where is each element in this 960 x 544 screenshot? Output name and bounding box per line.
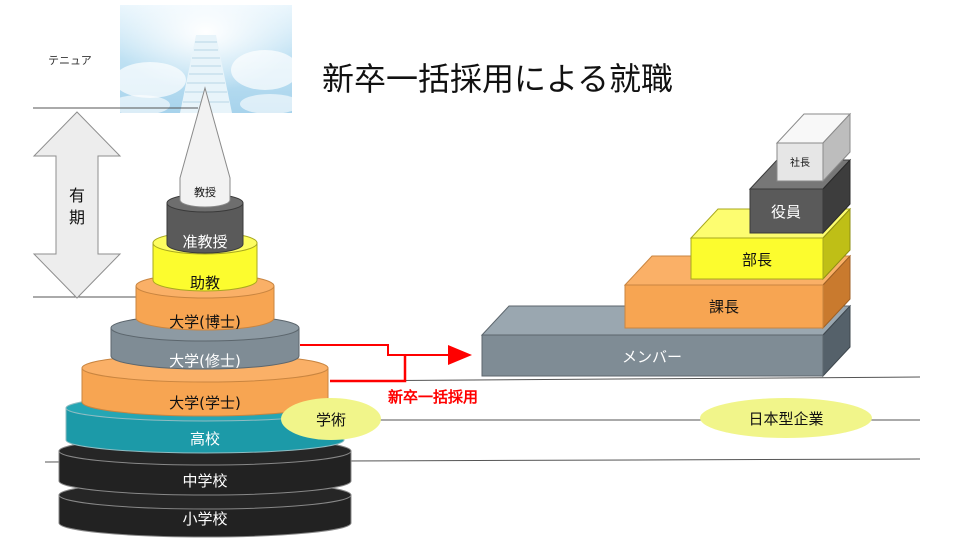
- tier-label-master: 大学(修士): [169, 352, 241, 370]
- master-hiring-arrow: [300, 344, 472, 365]
- tier-label-bachelor: 大学(学士): [169, 394, 241, 412]
- tier-professor: 教授: [179, 86, 231, 208]
- tier-label-junior-high: 中学校: [182, 472, 227, 490]
- company-tier-label-member: メンバー: [622, 348, 682, 366]
- tier-label-professor: 教授: [194, 185, 216, 199]
- tier-label-assoc-professor: 准教授: [182, 233, 227, 251]
- fixed-term-double-arrow: 有 期: [32, 111, 122, 299]
- bachelor-hiring-connector: [330, 355, 407, 383]
- tier-label-doctor: 大学(博士): [169, 313, 241, 331]
- tier-label-assistant-professor: 助教: [190, 274, 220, 292]
- divider-line-1: [329, 376, 921, 382]
- company-tier-president: 社長: [775, 112, 852, 183]
- page-title: 新卒一括採用による就職: [322, 60, 673, 98]
- company-label: 日本型企業: [748, 410, 823, 428]
- company-badge: 日本型企業: [700, 398, 872, 438]
- tier-label-elementary: 小学校: [182, 510, 227, 528]
- fixed-term-label-2: 期: [69, 208, 85, 227]
- heaven-stairs-image: [110, 5, 300, 115]
- tier-label-high-school: 高校: [190, 430, 220, 448]
- hiring-label: 新卒一括採用: [388, 388, 478, 406]
- tenure-label: テニュア: [48, 54, 92, 67]
- academia-label: 学術: [316, 411, 346, 429]
- company-tier-label-president: 社長: [790, 156, 810, 169]
- company-tier-section-chief: 課長: [623, 254, 852, 330]
- company-tier-label-section-chief: 課長: [709, 298, 739, 316]
- fixed-term-label-1: 有: [69, 186, 85, 205]
- company-tier-label-department-head: 部長: [742, 251, 772, 269]
- academia-badge: 学術: [281, 398, 381, 440]
- tier-assoc-professor: 准教授: [166, 193, 244, 254]
- company-tier-label-executive: 役員: [771, 203, 801, 221]
